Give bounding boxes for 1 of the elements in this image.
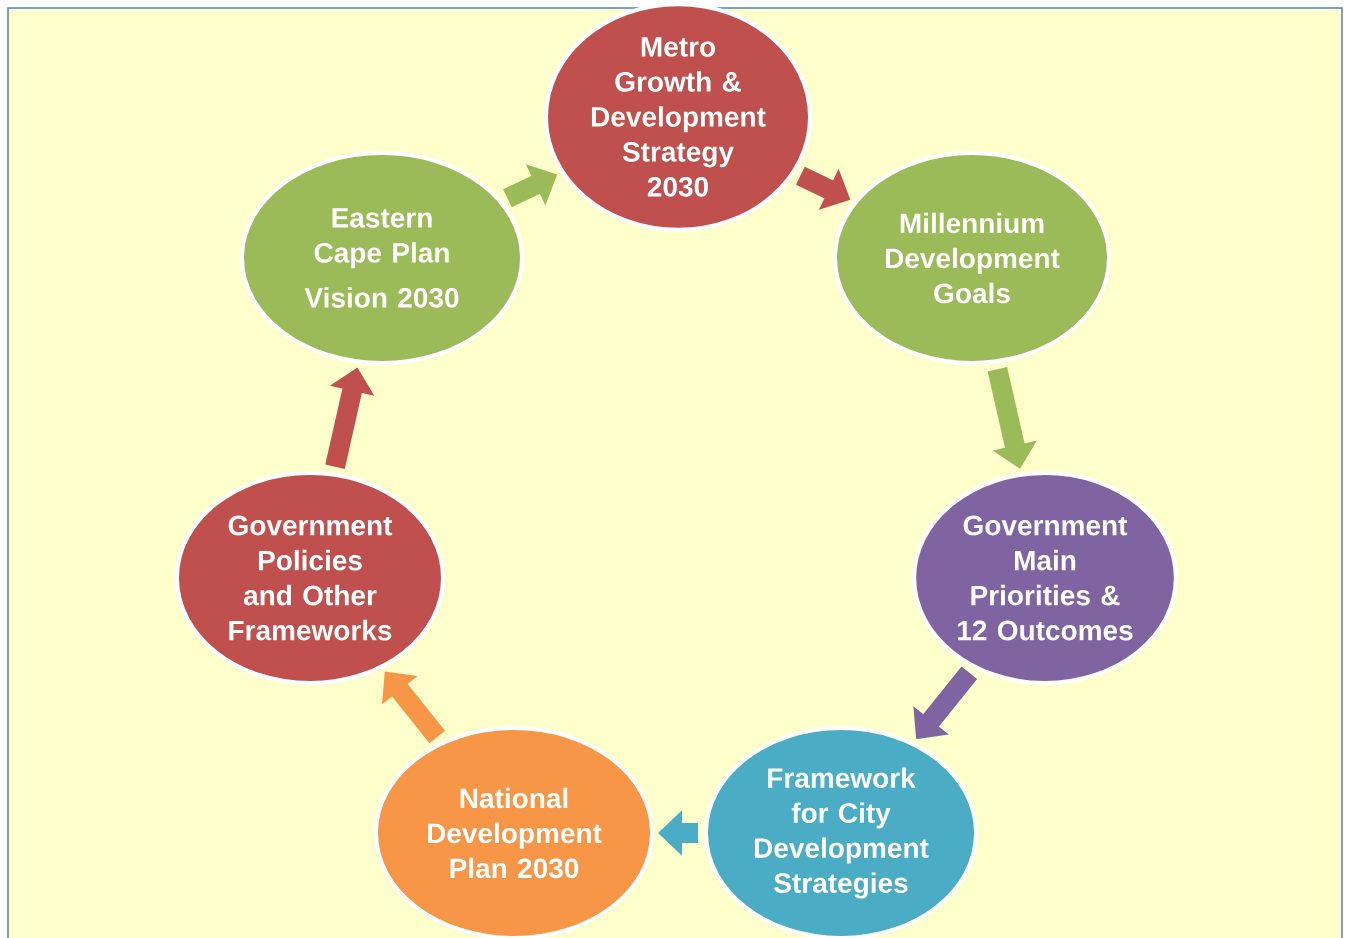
block-arrow — [382, 671, 446, 744]
